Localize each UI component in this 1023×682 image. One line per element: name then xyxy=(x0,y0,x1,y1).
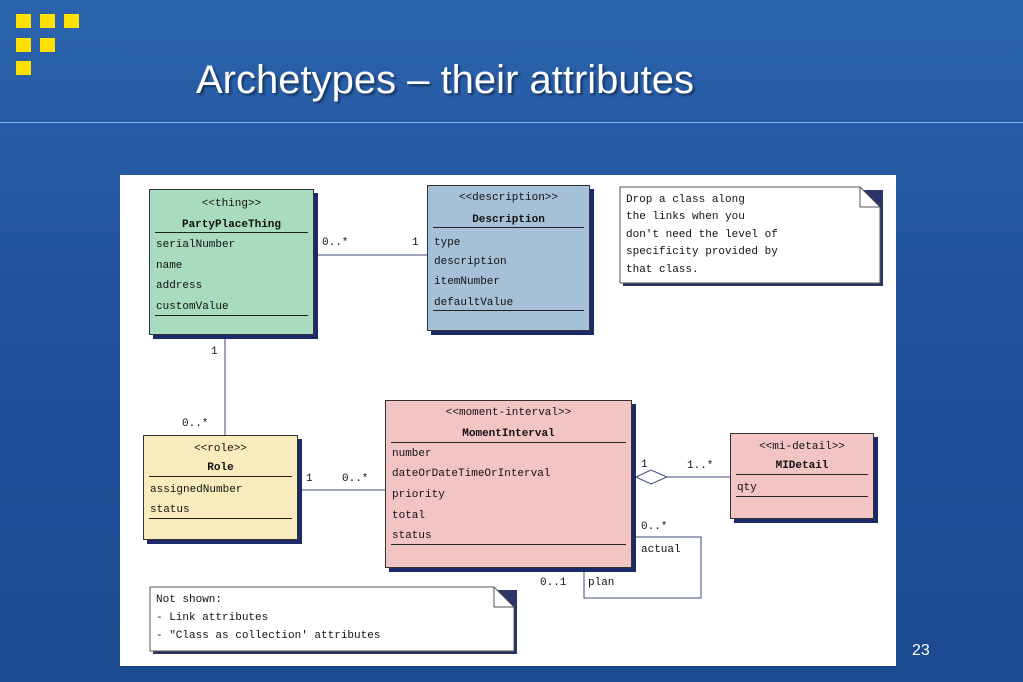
class-attribute: customValue xyxy=(156,301,229,313)
class-party-place-thing: <<thing>> PartyPlaceThing serialNumber n… xyxy=(149,189,314,335)
class-description: <<description>> Description type descrip… xyxy=(427,185,590,331)
multiplicity-label: 0..1 xyxy=(540,577,567,589)
class-stereotype: <<description>> xyxy=(458,192,559,204)
class-stereotype: <<mi-detail>> xyxy=(759,441,845,453)
class-attribute: total xyxy=(392,510,426,522)
role-label: plan xyxy=(588,577,615,589)
note-line: that class. xyxy=(626,264,699,276)
multiplicity-label: 0..* xyxy=(342,473,369,485)
class-attribute: dateOrDateTimeOrInterval xyxy=(392,468,551,480)
class-attribute: serialNumber xyxy=(156,239,236,251)
multiplicity-label: 1 xyxy=(306,473,313,485)
multiplicity-label: 1..* xyxy=(687,460,714,472)
class-stereotype: <<thing>> xyxy=(201,198,262,210)
class-attribute: defaultValue xyxy=(434,297,514,309)
multiplicity-label: 0..* xyxy=(322,237,349,249)
class-attribute: type xyxy=(434,237,461,249)
title-divider xyxy=(0,122,1023,123)
class-name: Description xyxy=(472,214,545,226)
note-line: specificity provided by xyxy=(626,246,778,258)
note-line: the links when you xyxy=(626,211,745,223)
class-attribute: qty xyxy=(737,482,757,494)
note-line: Drop a class along xyxy=(626,194,745,206)
note-line: - "Class as collection' attributes xyxy=(156,630,381,642)
slide-title: Archetypes – their attributes xyxy=(196,58,695,102)
class-attribute: itemNumber xyxy=(434,276,501,288)
class-attribute: status xyxy=(150,504,190,516)
class-attribute: address xyxy=(156,280,203,292)
class-attribute: status xyxy=(392,530,432,542)
class-attribute: description xyxy=(434,256,507,268)
note-line: Not shown: xyxy=(156,594,223,606)
class-stereotype: <<moment-interval>> xyxy=(445,407,572,419)
multiplicity-label: 1 xyxy=(412,237,419,249)
multiplicity-label: 1 xyxy=(211,346,218,358)
class-attribute: assignedNumber xyxy=(150,484,243,496)
class-attribute: number xyxy=(392,448,432,460)
class-mi-detail: <<mi-detail>> MIDetail qty xyxy=(730,433,874,519)
class-name: PartyPlaceThing xyxy=(181,219,282,231)
note-not-shown: Not shown: - Link attributes - "Class as… xyxy=(149,586,517,654)
page-number: 23 xyxy=(912,642,930,659)
class-stereotype: <<role>> xyxy=(194,443,247,455)
note-line: don't need the level of xyxy=(626,229,778,241)
note-drop-class: Drop a class along the links when you do… xyxy=(619,186,883,286)
multiplicity-label: 1 xyxy=(641,459,648,471)
class-name: Role xyxy=(207,462,234,474)
multiplicity-label: 0..* xyxy=(182,418,209,430)
class-attribute: priority xyxy=(392,489,445,501)
class-name: MomentInterval xyxy=(462,428,555,440)
role-label: actual xyxy=(641,544,681,556)
class-attribute: name xyxy=(156,260,183,272)
note-line: - Link attributes xyxy=(156,612,269,624)
uml-diagram: <<thing>> PartyPlaceThing serialNumber n… xyxy=(120,175,896,666)
association-lines xyxy=(224,254,730,599)
class-name: MIDetail xyxy=(775,460,829,472)
multiplicity-label: 0..* xyxy=(641,521,668,533)
class-moment-interval: <<moment-interval>> MomentInterval numbe… xyxy=(385,400,632,568)
class-role: <<role>> Role assignedNumber status xyxy=(143,435,298,540)
